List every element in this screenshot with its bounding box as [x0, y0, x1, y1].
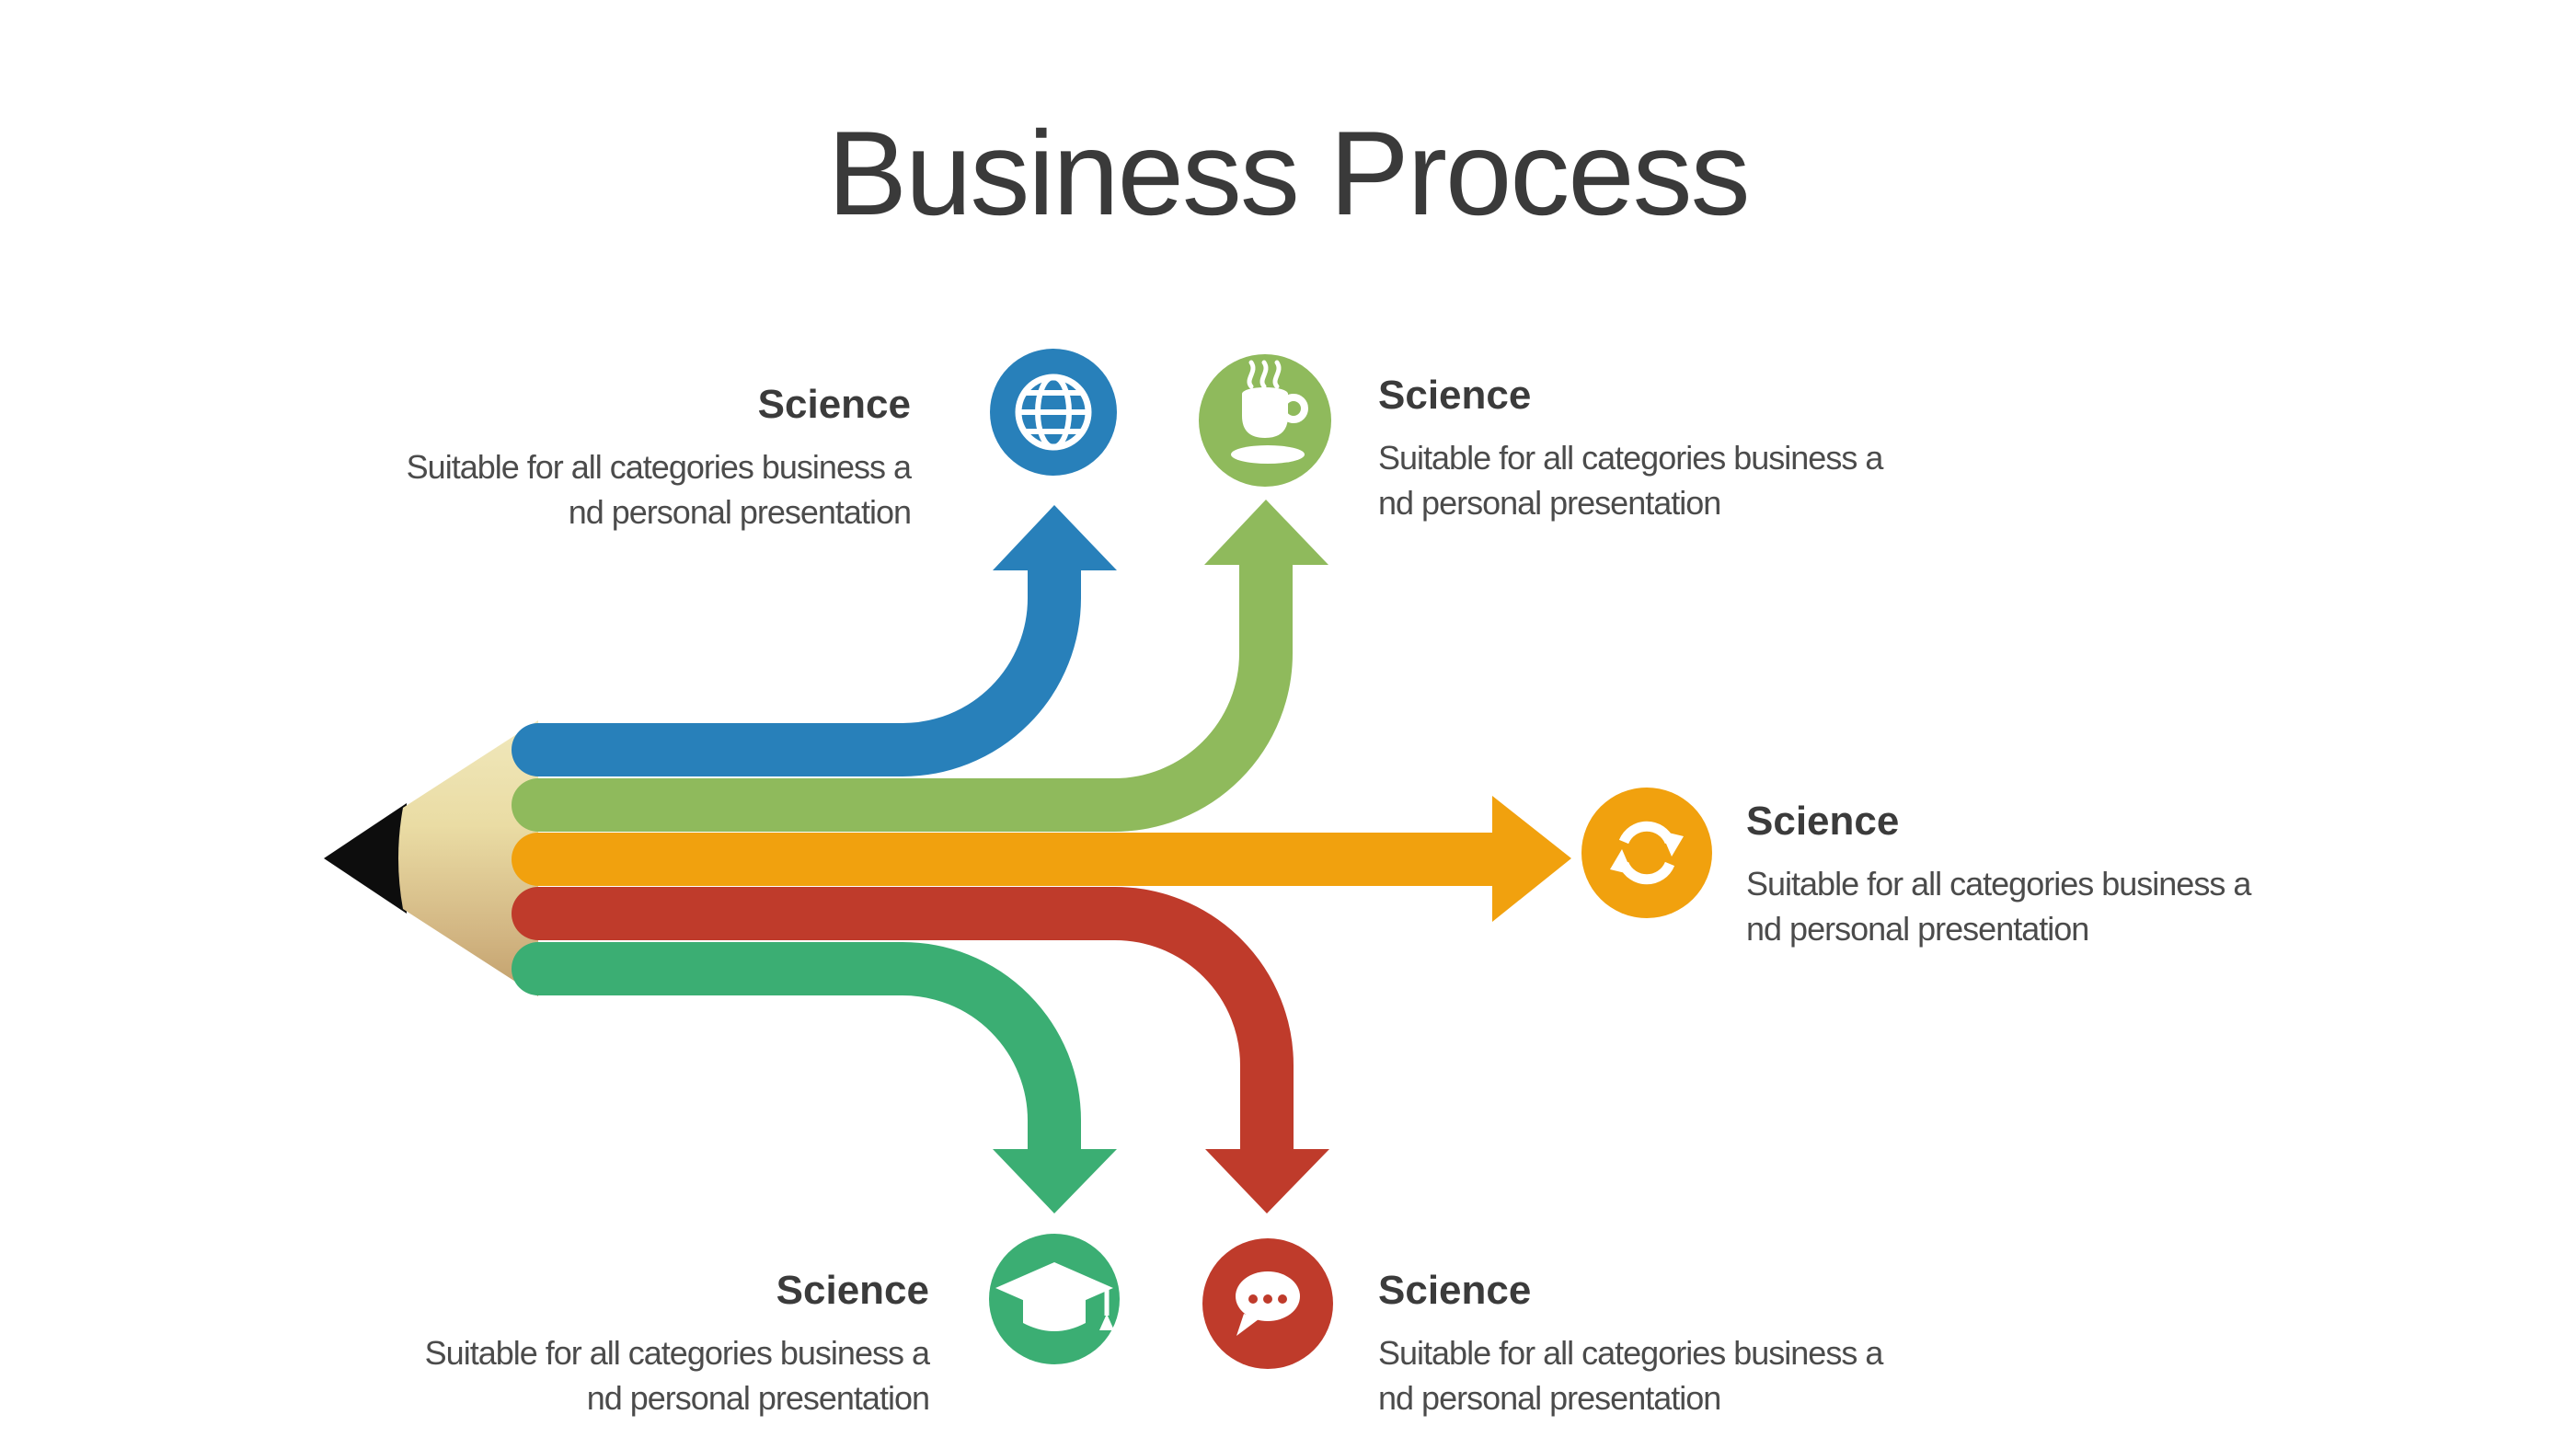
branch-label-web: Science Suitable for all categories busi… [156, 382, 912, 535]
branch-label-coffee: Science Suitable for all categories busi… [1378, 373, 2133, 525]
branch-description-line1: Suitable for all categories business a [1378, 1334, 1883, 1372]
branch-description: Suitable for all categories business a n… [1378, 1330, 2133, 1420]
pencil-tip [324, 803, 407, 914]
arrow-coffee-head [1204, 500, 1328, 565]
pencil-wood [398, 720, 538, 996]
branch-description-line2: nd personal presentation [1378, 1379, 1721, 1417]
arrow-web-shaft [512, 544, 1081, 776]
branch-heading: Science [1378, 373, 1532, 418]
branch-description-line2: nd personal presentation [1378, 484, 1721, 522]
branch-label-education: Science Suitable for all categories busi… [175, 1268, 930, 1420]
branch-description: Suitable for all categories business a n… [1746, 861, 2501, 951]
branch-heading: Science [1378, 1268, 1532, 1313]
branch-description-line1: Suitable for all categories business a [1378, 439, 1883, 477]
branch-description: Suitable for all categories business a n… [175, 1330, 930, 1420]
arrow-web-head [993, 505, 1117, 570]
sync-arrows-icon [1581, 788, 1712, 918]
coffee-cup-icon [1199, 354, 1331, 487]
arrow-coffee-shaft [512, 538, 1293, 832]
arrow-chat-head [1205, 1149, 1329, 1213]
branch-label-sync: Science Suitable for all categories busi… [1746, 799, 2501, 951]
branch-description-line1: Suitable for all categories business a [406, 448, 912, 486]
branch-description-line2: nd personal presentation [586, 1379, 930, 1417]
arrow-sync-head [1492, 796, 1571, 922]
branch-description-line2: nd personal presentation [568, 493, 912, 531]
branch-heading: Science [1746, 799, 1900, 844]
branch-description-line1: Suitable for all categories business a [1746, 865, 2251, 903]
branch-description-line2: nd personal presentation [1746, 910, 2089, 948]
branch-heading: Science [757, 382, 911, 427]
chat-bubble-icon [1202, 1238, 1333, 1369]
branch-description-line1: Suitable for all categories business a [424, 1334, 930, 1372]
globe-icon [990, 349, 1117, 476]
arrow-chat-shaft [512, 887, 1294, 1176]
page-title: Business Process [827, 106, 1750, 240]
branch-label-chat: Science Suitable for all categories busi… [1378, 1268, 2133, 1420]
arrow-education-shaft [512, 942, 1081, 1176]
branch-description: Suitable for all categories business a n… [156, 444, 912, 535]
branch-description: Suitable for all categories business a n… [1378, 435, 2133, 525]
arrow-education-head [993, 1149, 1117, 1213]
branch-heading: Science [776, 1268, 929, 1313]
graduation-cap-icon [989, 1234, 1120, 1364]
